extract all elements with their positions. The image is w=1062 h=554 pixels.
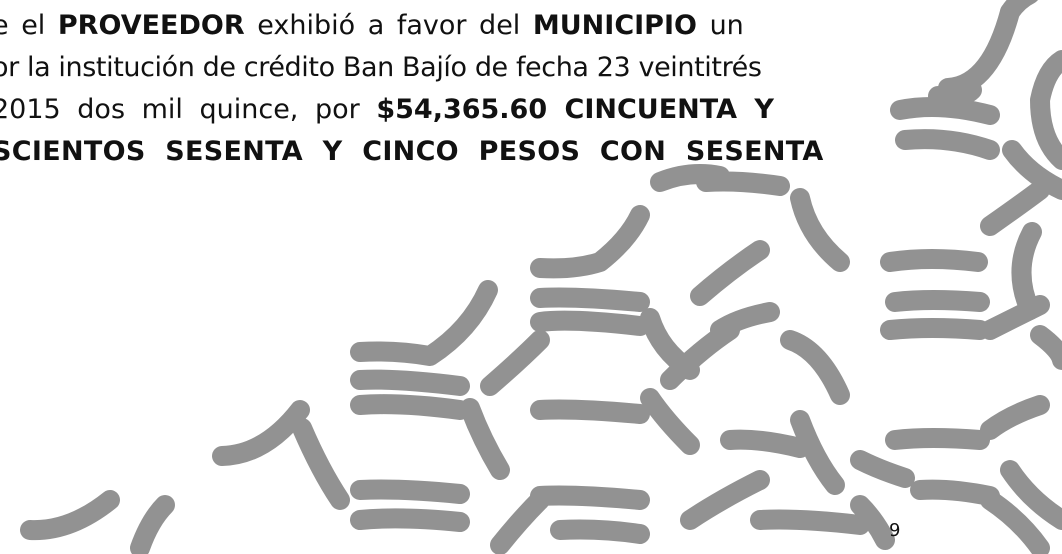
watermark-stroke [1030, 50, 1062, 170]
watermark-stroke [980, 180, 1050, 236]
watermark-stroke [530, 310, 650, 336]
watermark-stroke [750, 509, 870, 535]
watermark-stroke [550, 519, 650, 544]
watermark-stroke [350, 508, 470, 532]
watermark-stroke [850, 495, 895, 550]
watermark-stroke [460, 398, 510, 480]
text-line-4: SCIENTOS SESENTA Y CINCO PESOS CON SESEN… [0, 132, 824, 172]
watermark-stroke [490, 490, 550, 554]
watermark-stroke [1002, 140, 1062, 200]
watermark-stroke [790, 410, 845, 495]
watermark-stroke [880, 249, 988, 272]
text-segment: e el [0, 10, 46, 41]
text-line-2: or la institución de crédito Ban Bajío d… [0, 48, 762, 88]
text-line-1: e el PROVEEDOR exhibió a favor del MUNIC… [0, 6, 744, 46]
text-segment: exhibió a favor del [244, 10, 533, 41]
watermark-stroke [350, 394, 470, 420]
watermark-stroke [980, 395, 1050, 440]
watermark-stroke [880, 318, 990, 340]
watermark-stroke [885, 428, 990, 450]
watermark-stroke [885, 290, 990, 312]
watermark-stroke [350, 369, 470, 396]
watermark-stroke [790, 188, 850, 272]
watermark-stroke [1000, 460, 1062, 530]
watermark-stroke [938, 2, 1020, 98]
text-bold-municipio: MUNICIPIO [532, 10, 697, 41]
watermark-stroke [720, 429, 810, 458]
watermark-stroke [20, 490, 120, 541]
watermark-stroke [895, 129, 1000, 160]
text-line-3: 2015 dos mil quince, por $54,365.60 CINC… [0, 90, 774, 130]
text-bold-amount: $54,365.60 CINCUENTA Y [376, 94, 774, 125]
page-number: 9 [889, 520, 901, 541]
watermark-stroke [530, 485, 650, 510]
text-segment: 2015 dos mil quince, por [0, 94, 377, 125]
watermark-stroke [530, 399, 650, 424]
text-segment: un [696, 10, 744, 41]
watermark-stroke [660, 320, 740, 390]
watermark-stroke [850, 450, 915, 488]
watermark-stroke [640, 388, 700, 455]
watermark-stroke [350, 280, 498, 366]
watermark-stroke [928, 80, 982, 108]
watermark-stroke [680, 470, 770, 530]
watermark-stroke [910, 479, 1000, 506]
watermark-stroke [890, 96, 1000, 125]
watermark-stroke [690, 240, 770, 306]
watermark-stroke [530, 205, 650, 279]
text-segment: or la institución de crédito Ban Bajío d… [0, 52, 762, 83]
watermark-stroke [1011, 222, 1042, 320]
watermark-stroke [130, 495, 175, 554]
watermark-stroke [780, 330, 850, 405]
watermark-stroke [212, 400, 310, 466]
watermark-stroke [350, 479, 470, 504]
text-bold-proveedor: PROVEEDOR [57, 10, 245, 41]
watermark-stroke [292, 418, 350, 510]
text-bold-amount-words: SCIENTOS SESENTA Y CINCO PESOS CON SESEN… [0, 136, 824, 167]
watermark-stroke [530, 287, 650, 312]
watermark-stroke [480, 330, 550, 396]
watermark-stroke [980, 490, 1050, 554]
watermark-stroke [980, 295, 1050, 340]
watermark-stroke [1030, 325, 1062, 370]
watermark-strokes [20, 0, 1062, 554]
watermark-stroke [696, 171, 790, 196]
